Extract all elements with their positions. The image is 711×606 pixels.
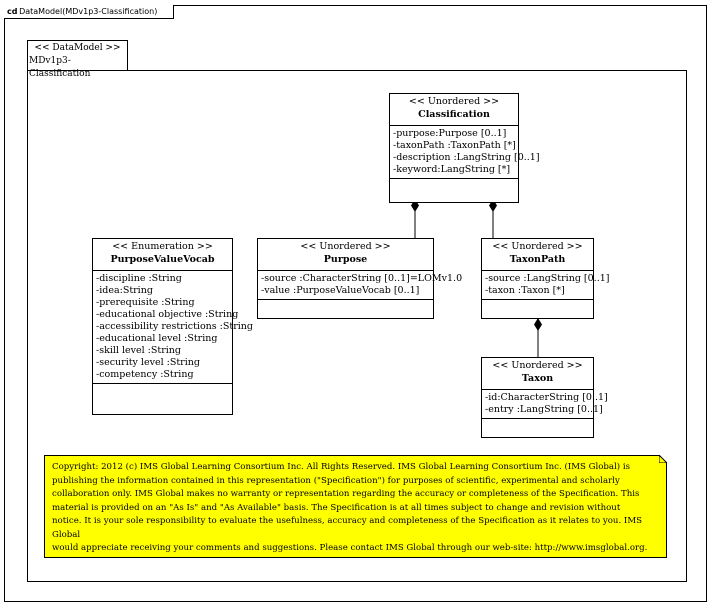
class-header: << Enumeration >> PurposeValueVocab [93,239,232,271]
attribute-compartment: -purpose:Purpose [0..1] -taxonPath :Taxo… [390,126,540,179]
copyright-text: Copyright: 2012 (c) IMS Global Learning … [52,461,657,556]
attribute: -taxon :Taxon [*] [485,285,565,296]
attribute: -prerequisite :String [96,297,195,308]
attribute: -value :PurposeValueVocab [0..1] [261,285,420,296]
attribute: -source :LangString [0..1] [485,273,610,284]
diagram-frame [4,5,707,602]
attribute: -purpose:Purpose [0..1] [393,128,507,139]
note-line: would appreciate receiving your comments… [52,543,648,553]
attribute: -description :LangString [0..1] [393,152,540,163]
package-tab[interactable]: << DataModel >> MDv1p3-Classification [27,40,128,79]
class-header: << Unordered >> TaxonPath [482,239,593,271]
class-name: TaxonPath [509,254,566,265]
class-purpose-value-vocab[interactable]: << Enumeration >> PurposeValueVocab -dis… [92,238,253,415]
class-name: Classification [418,109,490,120]
taxonpath-taxon-diamond [534,318,542,331]
note-line: collaboration only. IMS Global makes no … [52,489,640,499]
attribute: -keyword:LangString [*] [393,164,511,175]
class-taxon-path[interactable]: << Unordered >> TaxonPath -source :LangS… [481,238,610,319]
package-stereotype: << DataModel >> [34,43,121,53]
class-stereotype: << Unordered >> [408,96,500,107]
class-name: PurposeValueVocab [110,254,215,265]
copyright-note[interactable] [44,455,667,558]
attribute: -idea:String [96,285,153,296]
note-fold-corner [659,455,667,463]
attribute: -entry :LangString [0..1] [485,404,603,415]
class-name: Purpose [323,254,368,265]
class-header: << Unordered >> Taxon [482,358,593,390]
frame-title-tab: cd DataModel(MDv1p3-Classification) [4,5,175,19]
note-line: material is provided on an "As Is" and "… [52,502,621,513]
attribute: -educational level :String [96,333,218,344]
attribute-compartment: -id:CharacterString [0..1] -entry :LangS… [482,390,608,419]
package-body [27,70,687,582]
package-name: MDv1p3-Classification [29,56,91,79]
class-stereotype: << Unordered >> [492,241,583,252]
class-classification[interactable]: << Unordered >> Classification -purpose:… [389,93,540,203]
note-line: Copyright: 2012 (c) IMS Global Learning … [52,462,631,472]
attribute: -id:CharacterString [0..1] [485,392,608,403]
note-line: notice. It is your sole responsibility t… [52,516,643,540]
attribute-compartment: -source :CharacterString [0..1]=LOMv1.0 … [258,271,463,300]
frame-kind: cd [7,7,18,16]
note-line: publishing the information contained in … [52,475,620,486]
frame-title: DataModel(MDv1p3-Classification) [19,7,158,16]
attribute: -skill level :String [96,345,181,356]
attribute-compartment: -source :LangString [0..1] -taxon :Taxon… [482,271,610,300]
class-stereotype: << Enumeration >> [112,241,213,252]
attribute: -competency :String [96,369,194,380]
class-header: << Unordered >> Classification [390,94,518,126]
attribute: -source :CharacterString [0..1]=LOMv1.0 [261,273,463,284]
class-stereotype: << Unordered >> [300,241,391,252]
class-purpose[interactable]: << Unordered >> Purpose -source :Charact… [257,238,463,319]
class-stereotype: << Unordered >> [492,360,583,371]
class-header: << Unordered >> Purpose [258,239,433,271]
attribute: -discipline :String [96,273,182,284]
attribute: -security level :String [96,357,200,368]
class-name: Taxon [521,373,554,384]
class-taxon[interactable]: << Unordered >> Taxon -id:CharacterStrin… [481,357,608,438]
attribute: -taxonPath :TaxonPath [*] [393,140,516,151]
attribute: -educational objective :String [96,309,239,320]
attribute: -accessibility restrictions :String [96,321,253,332]
attribute-compartment: -discipline :String -idea:String -prereq… [93,271,253,384]
